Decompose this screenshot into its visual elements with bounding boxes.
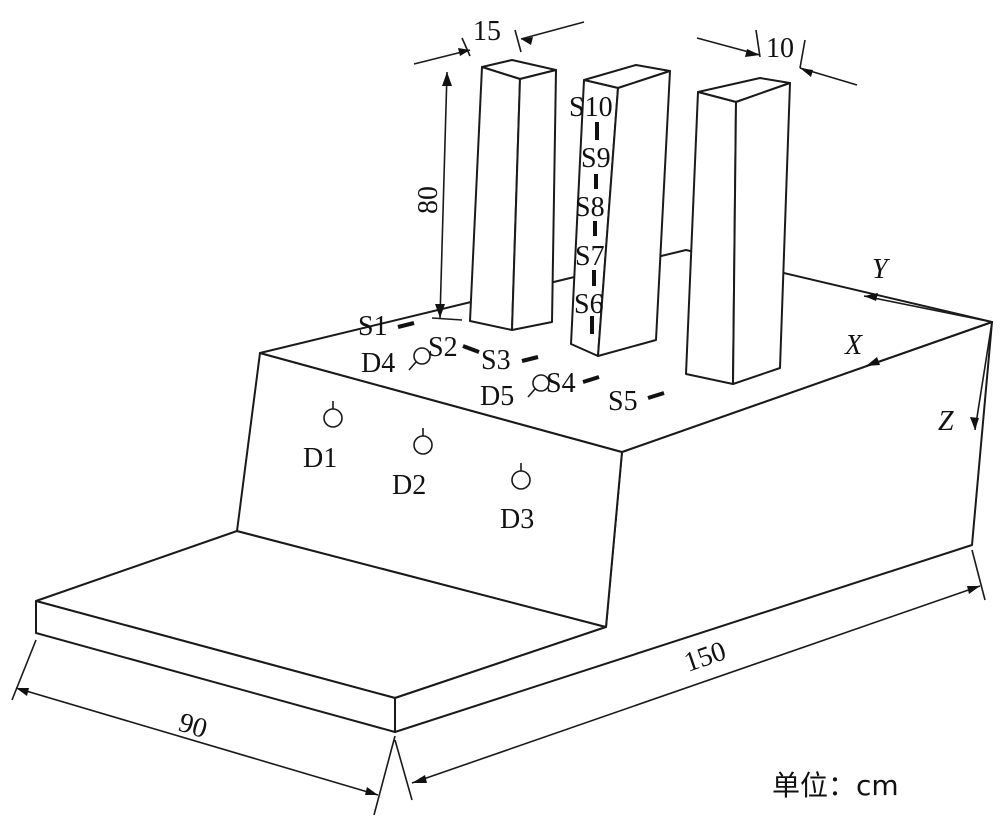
sensor-d3-label: D3 bbox=[500, 504, 534, 535]
sensors-d: D1 D2 D3 D4 D5 bbox=[303, 347, 550, 535]
sensor-d3-mark bbox=[511, 463, 531, 490]
z-axis-arrow bbox=[974, 321, 993, 431]
dim-width: 90 bbox=[11, 639, 396, 816]
dim-column-depth-label: 10 bbox=[766, 33, 794, 64]
sensor-s3-mark bbox=[521, 355, 539, 363]
sensor-d4-label: D4 bbox=[361, 348, 395, 379]
unit-note: 单位：cm bbox=[772, 769, 899, 802]
dim-column-width-label: 15 bbox=[473, 16, 501, 47]
sensor-s4-mark bbox=[582, 375, 600, 384]
sensor-d1-mark bbox=[323, 401, 343, 428]
x-axis-arrow bbox=[865, 321, 993, 367]
dimension-lines: 15 80 10 150 bbox=[11, 16, 986, 816]
sensor-s5-mark bbox=[647, 391, 665, 400]
sensor-s1-mark bbox=[397, 321, 415, 329]
sensor-s7-label: S7 bbox=[575, 241, 605, 272]
z-axis-label: Z bbox=[938, 406, 954, 437]
sensor-s4-label: S4 bbox=[546, 368, 576, 399]
sensor-s3-label: S3 bbox=[481, 345, 511, 376]
dim-column-width: 15 bbox=[413, 16, 585, 65]
sensor-s1-label: S1 bbox=[358, 311, 388, 342]
dim-column-height-label: 80 bbox=[413, 186, 444, 214]
x-axis-label: X bbox=[844, 330, 863, 361]
sensor-d4-mark bbox=[408, 347, 431, 371]
sensor-d5-mark bbox=[527, 374, 550, 398]
y-axis-label: Y bbox=[872, 254, 891, 285]
sensor-s2-mark bbox=[462, 344, 480, 354]
columns bbox=[469, 59, 791, 385]
sensor-d2-mark bbox=[413, 428, 433, 455]
sensor-s2-label: S2 bbox=[428, 332, 458, 363]
sensor-d2-label: D2 bbox=[392, 470, 426, 501]
dim-column-height: 80 bbox=[413, 71, 463, 321]
sensor-s6-label: S6 bbox=[574, 289, 604, 320]
column-left bbox=[469, 59, 557, 331]
sensor-s10-label: S10 bbox=[569, 92, 613, 123]
dim-column-depth: 10 bbox=[696, 29, 858, 86]
sensor-s5-label: S5 bbox=[608, 386, 638, 417]
y-axis-arrow bbox=[863, 295, 993, 323]
coordinate-axes: Y X Z bbox=[844, 254, 993, 437]
column-middle bbox=[570, 64, 671, 357]
sensor-s9-label: S9 bbox=[581, 143, 611, 174]
dim-length-label: 150 bbox=[680, 636, 730, 679]
sensors-s: S1 S2 S3 S4 S5 S6 S7 S8 S9 S10 bbox=[358, 92, 665, 417]
sensor-d1-label: D1 bbox=[303, 443, 337, 474]
column-right bbox=[685, 77, 791, 385]
dim-width-label: 90 bbox=[175, 707, 211, 745]
sensor-d5-label: D5 bbox=[480, 381, 514, 412]
sensor-s8-label: S8 bbox=[575, 192, 605, 223]
